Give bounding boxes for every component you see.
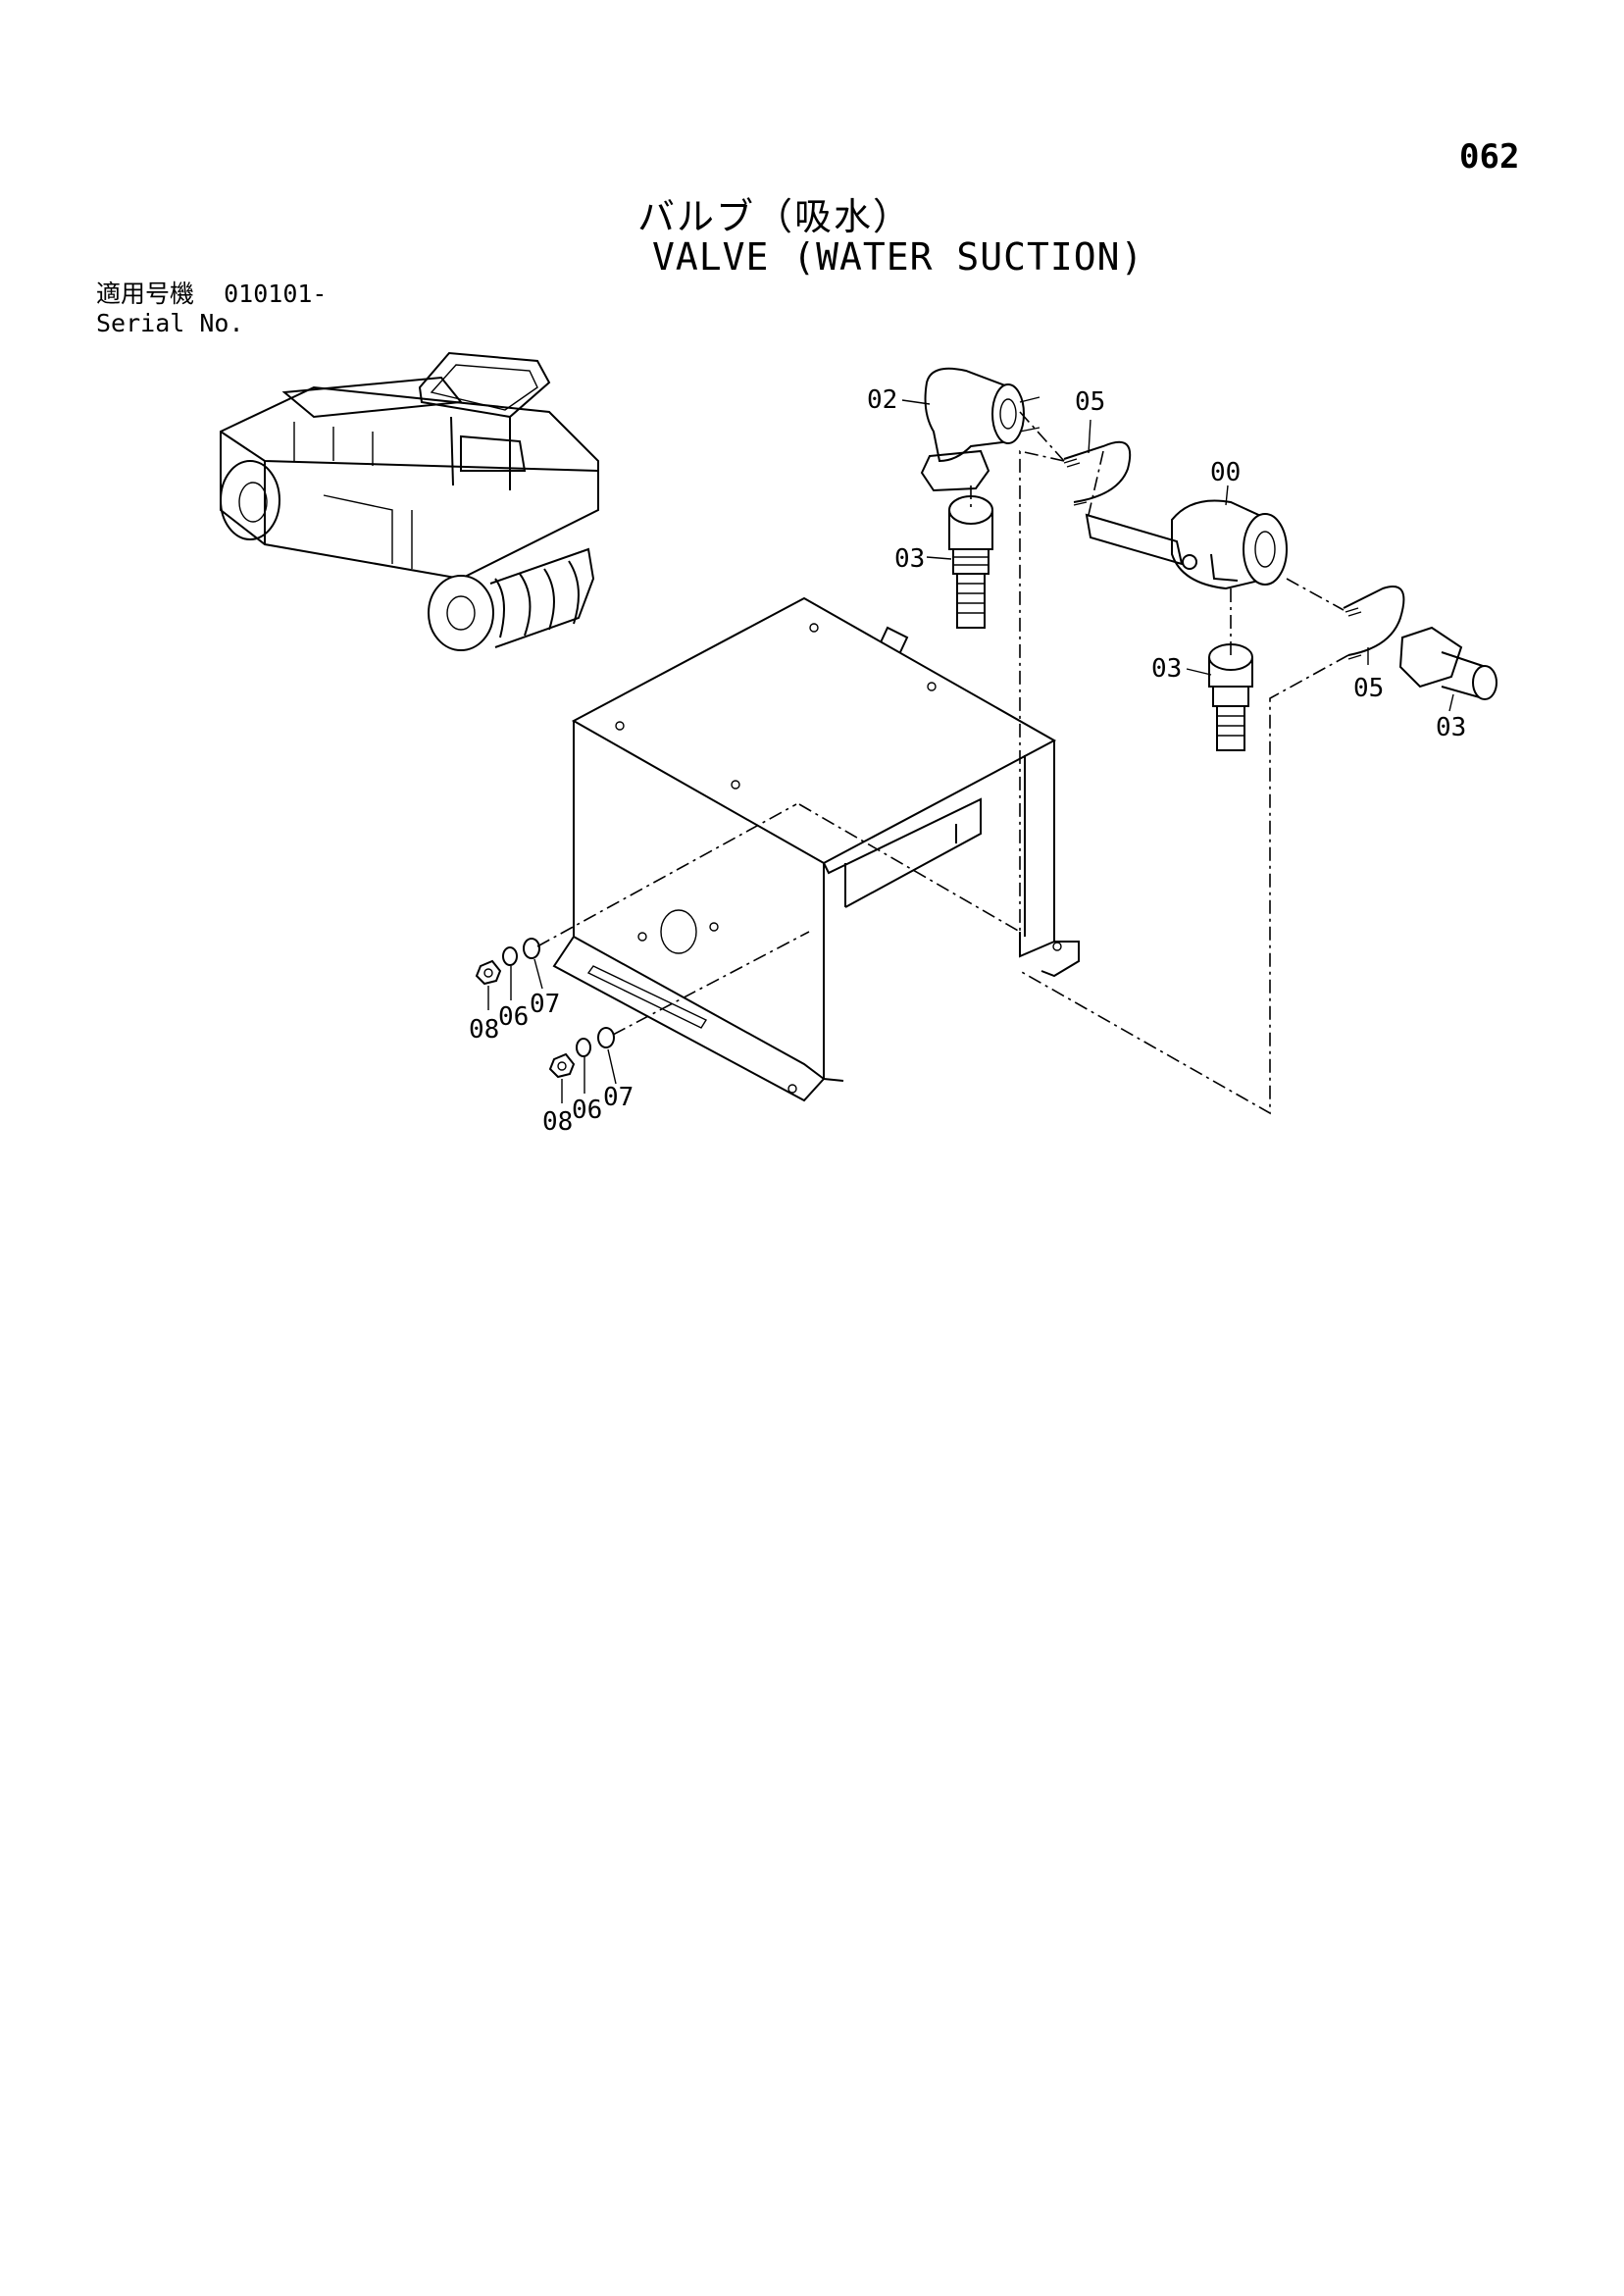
callout-07-upper: 07 [530,990,560,1019]
callout-08-upper: 08 [469,1015,499,1045]
title-english: VALVE (WATER SUCTION) [652,235,1144,279]
callout-08-lower: 08 [542,1107,573,1137]
u-bolt-05-upper [1063,440,1132,506]
callout-06-lower: 06 [572,1096,602,1125]
ball-valve-00 [1085,499,1288,590]
callout-05-upper: 05 [1075,387,1105,417]
hose-nipple-03-middle [1208,643,1253,751]
elbow-fitting-02 [920,367,1040,492]
leader-lines [487,399,1454,1103]
callout-03-middle: 03 [1151,654,1182,684]
straight-fitting-03-right [1398,626,1497,700]
serial-row-jp: 適用号機 010101- [96,280,327,309]
callout-06-upper: 06 [498,1002,529,1032]
callout-07-lower: 07 [603,1083,634,1112]
callout-03-left: 03 [894,544,925,574]
hose-nipple-03-left [948,495,993,629]
callout-labels: 02 05 00 03 03 05 03 08 06 07 08 06 07 [469,385,1466,1137]
serial-value: 010101- [224,280,328,308]
mounting-bracket [552,596,1080,1102]
serial-block: 適用号機 010101- Serial No. [96,280,327,338]
roller-wheels [428,547,595,651]
machine-illustration [220,351,599,651]
callout-02: 02 [867,385,897,415]
callout-00: 00 [1210,458,1241,487]
serial-label-en: Serial No. [96,309,244,337]
callout-03-right: 03 [1436,713,1466,742]
serial-label-jp: 適用号機 [96,280,195,308]
assembly-lines [536,411,1349,1115]
u-bolt-05-lower [1343,586,1405,660]
callout-05-lower: 05 [1353,674,1384,703]
page-number: 062 [1459,137,1520,177]
fastener-set-upper [475,938,540,986]
title-japanese: バルブ（吸水） [637,195,913,238]
fastener-set-lower [548,1027,615,1079]
